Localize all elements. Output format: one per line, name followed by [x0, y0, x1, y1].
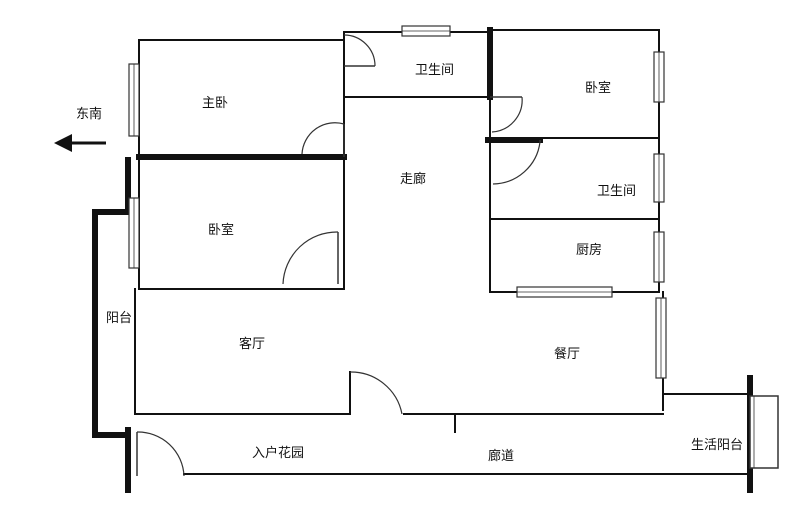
door-entry-garden [136, 431, 185, 477]
label-balcony: 阳台 [106, 311, 132, 326]
label-corridor-inner: 走廊 [400, 171, 426, 187]
service-balcony-railing [749, 395, 779, 469]
window-kitchen [653, 231, 665, 283]
label-bedroom-left: 卧室 [208, 222, 234, 238]
direction-label: 东南 [76, 106, 102, 122]
label-living-room: 客厅 [239, 336, 265, 352]
label-bathroom-top: 卫生间 [415, 63, 454, 78]
door-entry-main [349, 371, 403, 415]
labels: 东南 主卧 卫生间 卧室 走廊 卫生间 卧室 厨房 阳台 客厅 餐厅 入户花园 … [76, 63, 743, 464]
door-bedroom-left [282, 231, 339, 285]
door-bath-right [492, 140, 541, 185]
label-kitchen: 厨房 [576, 242, 602, 258]
window-bedroom-left [128, 197, 140, 269]
label-master-bedroom: 主卧 [202, 96, 228, 111]
wall-master-bedroom [138, 39, 345, 158]
window-kitchen-south [516, 286, 613, 298]
window-bath-top [401, 25, 451, 37]
label-hallway: 廊道 [488, 448, 514, 464]
window-bath-right [653, 153, 665, 203]
service-balcony-rail [749, 395, 779, 469]
wall-balcony-outer [92, 157, 131, 438]
door-master-bedroom [301, 122, 345, 157]
windows [128, 25, 667, 379]
walls [92, 27, 753, 493]
arrow-head-icon [54, 134, 72, 152]
door-bedroom-right [490, 96, 523, 133]
label-service-balcony: 生活阳台 [691, 438, 743, 453]
window-bedroom-right [653, 51, 665, 103]
label-bedroom-right: 卧室 [585, 80, 611, 96]
doors [136, 34, 541, 477]
direction-arrow [54, 134, 106, 152]
label-dining-room: 餐厅 [554, 346, 580, 362]
label-entry-garden: 入户花园 [252, 445, 304, 461]
window-master-bedroom [128, 63, 140, 137]
window-dining [655, 297, 667, 379]
label-bathroom-right: 卫生间 [597, 184, 636, 199]
door-bath-top [343, 34, 376, 67]
